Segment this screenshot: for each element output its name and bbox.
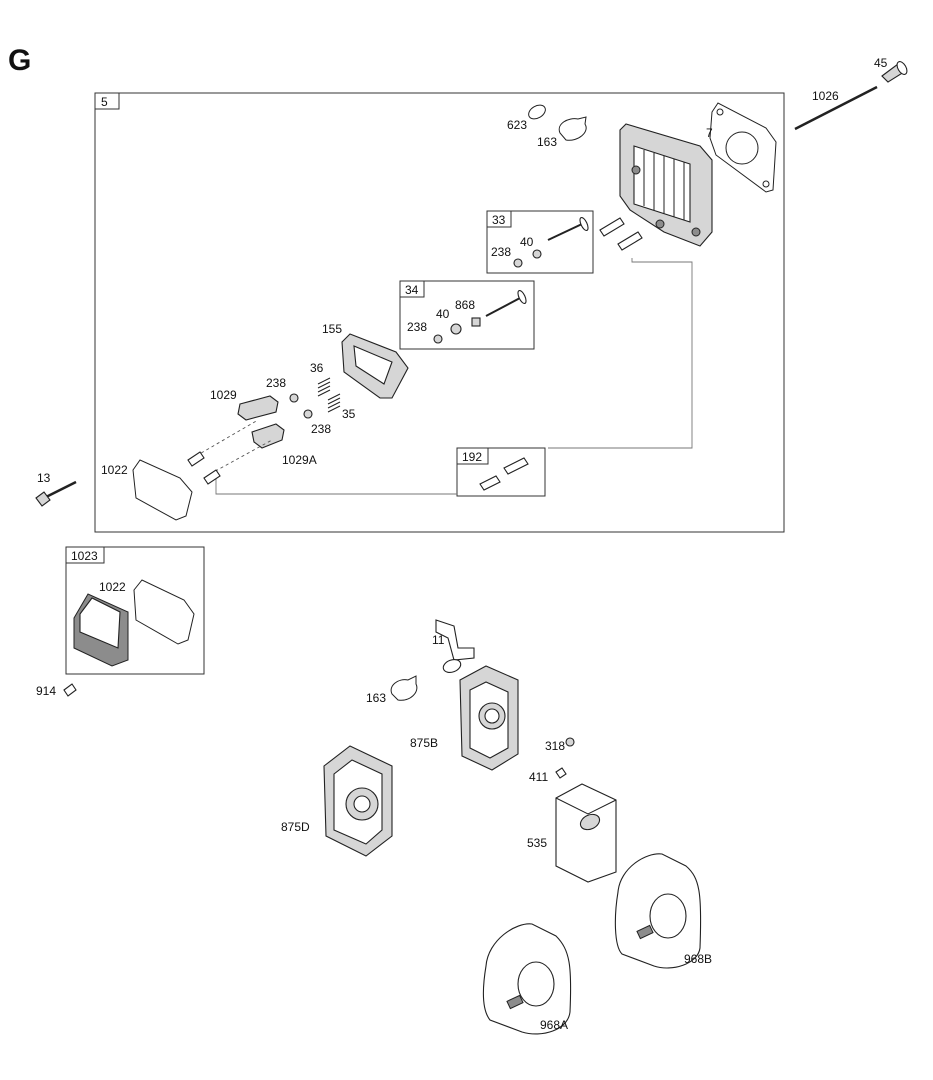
part-968b-cover: [614, 853, 702, 969]
label-1029: 1029: [210, 388, 237, 402]
box-label-1023: 1023: [71, 549, 98, 563]
dash-line-upper: [195, 419, 259, 457]
label-968b: 968B: [684, 952, 712, 966]
label-35: 35: [342, 407, 356, 421]
dash-line-lower: [209, 439, 273, 475]
part-1026-pushrod: [794, 85, 878, 131]
part-238-retainer-lower: [303, 409, 313, 419]
part-163-gasket-lower: [390, 675, 418, 701]
label-36: 36: [310, 361, 324, 375]
part-192-studs: [479, 457, 529, 491]
part-411-screw: [555, 767, 567, 779]
part-34-valve: [433, 289, 527, 344]
label-45: 45: [874, 56, 888, 70]
part-535-filter: [555, 783, 617, 883]
label-411: 411: [529, 770, 548, 784]
part-45-plug: [881, 61, 908, 83]
box-label-34: 34: [405, 283, 419, 297]
part-1029a-rocker: [251, 423, 285, 449]
part-875d-base: [323, 745, 393, 857]
label-535: 535: [527, 836, 547, 850]
label-238-box34: 238: [407, 320, 427, 334]
label-238-lower: 238: [311, 422, 331, 436]
box-label-33: 33: [492, 213, 506, 227]
part-155-plate: [341, 333, 409, 399]
section-letter: G: [8, 44, 31, 77]
part-valves-head: [599, 217, 643, 251]
part-914-screw: [63, 683, 77, 697]
label-968a: 968A: [540, 1018, 568, 1032]
label-914: 914: [36, 684, 56, 698]
assembly-box-33: 33: [486, 210, 594, 274]
assembly-box-5: 5: [94, 92, 785, 533]
part-238-retainer-upper: [289, 393, 299, 403]
box-label-192: 192: [462, 450, 482, 464]
part-36-spring: [317, 377, 331, 397]
part-1023-valve-cover: [73, 593, 129, 667]
assembly-box-192: 192: [456, 447, 546, 497]
label-1029a: 1029A: [282, 453, 317, 467]
label-868: 868: [455, 298, 475, 312]
part-1022-gasket-box5: [132, 459, 193, 521]
label-13: 13: [37, 471, 51, 485]
label-163-top: 163: [537, 135, 557, 149]
part-7-head-gasket: [709, 102, 777, 193]
part-35-spring: [327, 393, 341, 413]
part-rocker-stud-lower: [203, 469, 221, 485]
part-13-bolt: [35, 480, 77, 507]
part-163-gasket: [558, 116, 587, 141]
label-1026: 1026: [812, 89, 839, 103]
label-875b: 875B: [410, 736, 438, 750]
label-318: 318: [545, 739, 565, 753]
label-155: 155: [322, 322, 342, 336]
part-1029-rocker: [237, 395, 279, 421]
part-11-tube: [435, 619, 475, 673]
part-1022-gasket-box1023: [133, 579, 195, 645]
assembly-box-1023: 1023: [65, 546, 205, 675]
label-1022-box1023: 1022: [99, 580, 126, 594]
label-40-box33: 40: [520, 235, 534, 249]
label-1022-box5: 1022: [101, 463, 128, 477]
part-cylinder-head: [619, 123, 713, 247]
label-238-upper: 238: [266, 376, 286, 390]
part-318-nut: [565, 737, 575, 747]
label-7: 7: [706, 126, 713, 140]
label-40-box34: 40: [436, 307, 450, 321]
part-623-oring: [528, 104, 546, 120]
label-623: 623: [507, 118, 527, 132]
label-875d: 875D: [281, 820, 310, 834]
label-238-box33: 238: [491, 245, 511, 259]
label-163-lower: 163: [366, 691, 386, 705]
part-33-valve: [513, 216, 589, 268]
part-rocker-stud-upper: [187, 451, 205, 467]
part-968a-cover: [482, 923, 572, 1035]
connector-1029a-to-192: [215, 478, 457, 495]
label-11: 11: [432, 633, 445, 647]
assembly-box-34: 34: [399, 280, 535, 350]
box-label-5: 5: [101, 95, 108, 109]
part-875b-base: [459, 665, 519, 771]
connector-valve-to-192: [548, 258, 693, 449]
